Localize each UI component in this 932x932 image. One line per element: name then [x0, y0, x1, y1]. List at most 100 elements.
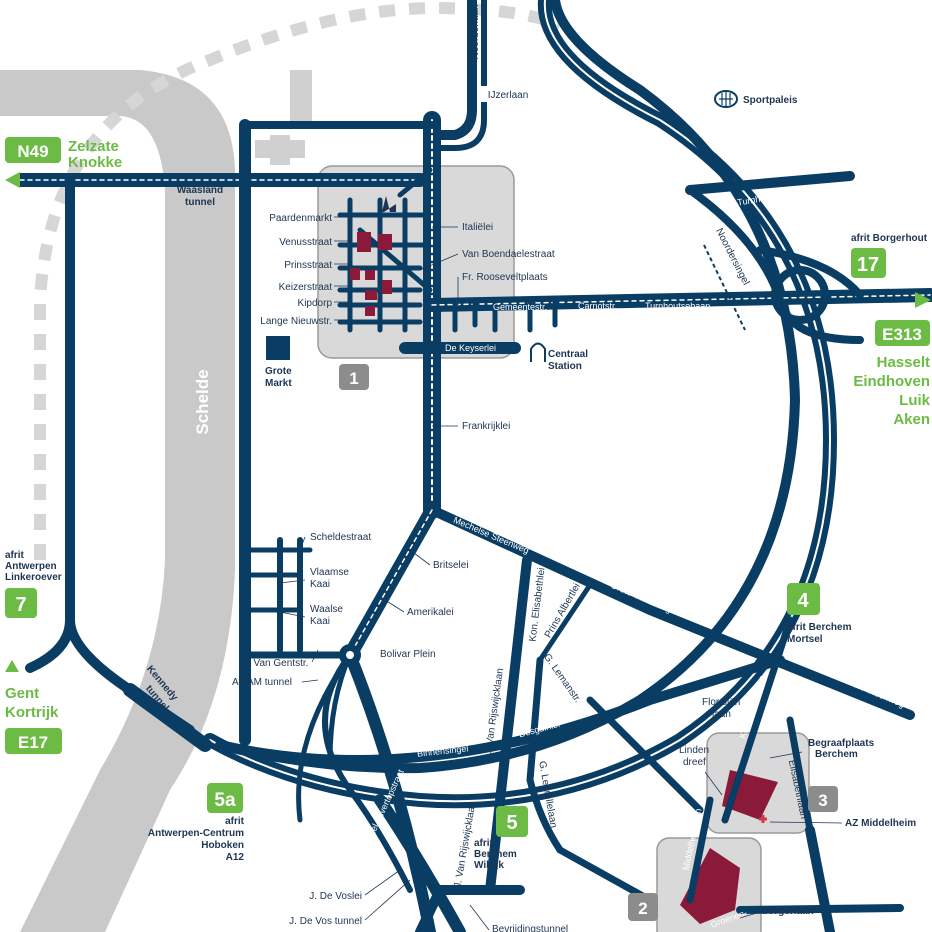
exit-5a-l2: Antwerpen-Centrum: [148, 828, 244, 839]
frankrijklei-label: Frankrijklei: [462, 421, 510, 432]
sportpaleis-label: Sportpaleis: [743, 95, 798, 106]
elisabethlaan-road: [786, 716, 814, 834]
exit-7-l2: Antwerpen: [5, 561, 57, 572]
zone-3-badge: [808, 786, 838, 812]
grotemarkt-label-2: Markt: [265, 378, 292, 389]
glemanstr-label: G. Lemanstr.: [541, 652, 583, 705]
exit-5a-badge: [207, 783, 243, 813]
n49-dest2: Knokke: [68, 154, 122, 171]
gemeentestr-label: Gemeentestr.: [493, 302, 547, 312]
noorderlaan-label: Noorderlaan: [470, 4, 481, 59]
zone-3-num: 3: [818, 791, 827, 810]
binnensingel-label-1: Binnensingel: [758, 418, 777, 471]
turnhoutsebaan-stripe: [431, 294, 931, 306]
e17-code: E17: [18, 733, 48, 752]
beukenlaan-road: [556, 846, 654, 904]
exit-4-l1: afrit Berchem: [787, 622, 852, 633]
bolivar-loop: [322, 652, 413, 893]
binnensingel-label-2: Binnensingel: [711, 538, 744, 588]
rijswijcklaan-road: [485, 555, 532, 895]
waalsekaai-label-2: Kaai: [310, 616, 330, 627]
begraafplaats-label-2: Berchem: [815, 749, 858, 760]
e313-badge: [875, 320, 930, 346]
carnotstr-label: Carnotstr.: [578, 301, 617, 311]
city-streets-2: [452, 297, 558, 333]
east-arrow-icon: [915, 292, 931, 308]
exit-4-num: 4: [797, 590, 809, 612]
ring-south-exit: [805, 825, 835, 932]
noorderlaan-road-2: [437, 0, 487, 151]
south-arrow-icon: [5, 660, 19, 672]
prins-albertlei-road: [537, 582, 593, 663]
noorderlaan-road: [435, 0, 477, 140]
exit-5a-l1: afrit: [225, 816, 245, 827]
lindendreef-label-1: Linden: [679, 745, 709, 756]
zone-1-area: [317, 165, 515, 359]
scheldestraat-label: Scheldestraat: [310, 532, 371, 543]
exit-5-num: 5: [506, 812, 517, 834]
grotemarkt-label-1: Grote: [265, 366, 292, 377]
waasland-label-1: Waasland: [177, 185, 223, 196]
e17-dest1: Gent: [5, 685, 39, 702]
middelheimlaan-road: [686, 796, 714, 904]
exit-17-badge: [851, 248, 886, 278]
binnensingel: [215, 0, 800, 774]
venusstraat-label: Venusstraat: [279, 237, 332, 248]
zone-2-badge: [628, 893, 658, 921]
jvangentstr-label: J. Van Gentstr.: [243, 658, 308, 669]
ring-ramps: [686, 186, 864, 344]
exit-4-badge: [787, 583, 820, 615]
hospital-icon: [759, 815, 767, 823]
exit-4-l2: Mortsel: [787, 634, 823, 645]
bolivar-label: Bolivar Plein: [380, 649, 436, 660]
frroosevelt-label: Fr. Rooseveltplaats: [462, 272, 548, 283]
bevrijdingstunnel-label: Bevrijdingstunnel: [492, 924, 568, 932]
n49-code: N49: [17, 142, 48, 161]
exit-17-num: 17: [857, 254, 879, 276]
borgerhout-roundabout: [771, 266, 829, 324]
koninklijkelaan-road: [721, 616, 794, 824]
turnhoutsebaan-north: [685, 171, 855, 195]
kennedy-road: [123, 683, 212, 752]
ring-dashed-section: [703, 244, 746, 331]
britselei-label: Britselei: [433, 560, 469, 571]
legrellelaan-road: [526, 656, 564, 854]
exit-5-badge: [496, 806, 528, 837]
e313-exit-ramp: [756, 246, 864, 299]
exit-5-l3: Wilrijk: [474, 860, 504, 871]
exit-7-l1: afrit: [5, 550, 25, 561]
groenenborgerlaan-label-2: borgerlaan: [762, 906, 814, 917]
dekeyserlei-label: De Keyserlei: [445, 343, 496, 353]
vlaamsekaai-label-1: Vlaamse: [310, 567, 349, 578]
floralien-label-2: laan: [712, 709, 731, 720]
exit-7-badge: [5, 588, 37, 618]
ijzerlaan-label-bg: [480, 86, 536, 102]
centraal-label-1: Centraal: [548, 349, 588, 360]
n49-badge: [5, 137, 61, 163]
prinsstraat-label: Prinsstraat: [284, 260, 332, 271]
west-arrow-icon: [5, 172, 20, 188]
bolivar-loop-2: [296, 652, 353, 823]
zone-1-num: 1: [349, 369, 358, 388]
bolivar-roundabout-center: [346, 651, 354, 659]
sportpaleis-icon: [714, 90, 738, 108]
building-block: [270, 135, 290, 165]
lindendreef-label-2: dreef: [683, 757, 706, 768]
building-block: [290, 70, 312, 126]
e313-dest1: Hasselt: [877, 354, 930, 371]
azmiddelheim-label: AZ Middelheim: [845, 818, 916, 829]
ijzerlaan-label: IJzerlaan: [488, 90, 529, 101]
groenenborgerlaan-road: [736, 904, 904, 914]
langenieuwstr-label: Lange Nieuwstr.: [260, 316, 332, 327]
schelde-label: Schelde: [193, 369, 212, 434]
jdevoslei-label: J. De Voslei: [309, 891, 362, 902]
paardenmarkt-label: Paardenmarkt: [269, 213, 332, 224]
jdevostunnel-label: J. De Vos tunnel: [289, 916, 362, 927]
grote-markt-square: [266, 336, 290, 360]
kolonel-road: [344, 649, 436, 932]
exit-5-l2: Berchem: [474, 849, 517, 860]
waalsekaai-label-1: Waalse: [310, 604, 343, 615]
keizerstraat-label: Keizerstraat: [279, 282, 333, 293]
label-leader-lines: [279, 216, 843, 931]
